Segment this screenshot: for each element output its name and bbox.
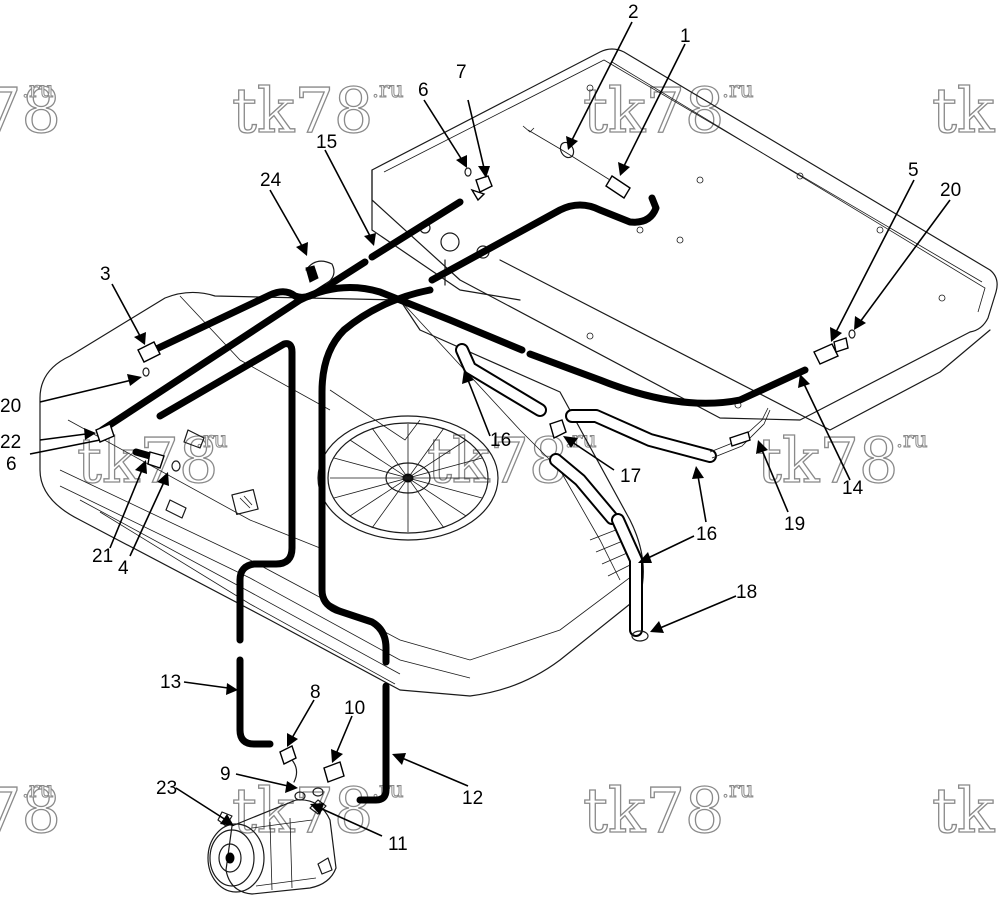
callout-23: 23 [156,778,177,799]
watermark-suffix: .ru [22,778,54,803]
watermark-mid-right: tk78 .ru [756,423,928,497]
watermark-text: tk78 [232,774,373,847]
watermark-suffix: .ru [196,428,228,453]
callout-14: 14 [842,478,864,499]
watermark-text: tk [932,774,995,847]
hose-14-right [526,350,809,407]
watermark-suffix: .ru [722,78,754,103]
watermark-bottom-left: 78 .ru [0,773,62,847]
watermark-text: tk78 [427,424,568,497]
callout-20-right: 20 [940,180,961,201]
refrigerant-hoses [98,194,809,804]
watermark-layer: 78 .ru tk78 .ru tk78 .ru tk tk78 .ru tk7… [0,73,996,847]
callout-15: 15 [316,132,337,153]
callout-5: 5 [908,160,919,181]
callout-4: 4 [118,558,129,579]
callout-1: 1 [680,26,691,47]
callout-12: 12 [462,788,483,809]
hose-21 [132,448,154,460]
roof-mounting-plate [371,48,998,431]
ac-unit-housing [39,291,644,697]
watermark-suffix: .ru [722,778,754,803]
callout-2: 2 [628,2,639,23]
callout-18: 18 [736,582,757,603]
fittings [95,125,856,783]
callout-11: 11 [388,834,408,855]
hose-13-lower [236,656,274,748]
hose-13 [156,340,296,644]
watermark-text: tk78 [757,424,898,497]
callout-13: 13 [160,672,181,693]
watermark-top-edge: tk [931,73,995,147]
callout-19: 19 [784,514,805,535]
callout-6-top: 6 [418,80,429,101]
watermark-text: 78 [0,74,61,147]
watermark-top-left: 78 .ru [0,73,62,147]
hose-12 [318,286,434,666]
watermark-bottom-center: tk78 .ru [231,773,404,847]
callout-20-left: 20 [0,396,21,417]
compressor [207,787,337,895]
watermark-bottom-right: tk78 .ru [582,773,754,847]
watermark-suffix: .ru [372,78,404,103]
leader-lines [29,21,951,837]
hose-15-upper [368,198,464,261]
condenser-fan [317,415,499,541]
drain-hoses [455,343,771,642]
callout-16-lower: 16 [696,524,717,545]
hose-top-to-fitting-1 [428,194,660,284]
callout-24: 24 [260,170,282,191]
callout-10: 10 [344,698,365,719]
hose-12-lower [356,682,390,804]
watermark-bottom-edge: tk [931,773,995,847]
callout-3: 3 [100,264,111,285]
callout-labels: 1 2 3 4 5 6 6 7 8 9 10 11 12 13 14 15 16… [0,2,961,855]
callout-16-upper: 16 [490,430,511,451]
watermark-top-right: tk78 .ru [582,73,754,147]
callout-8: 8 [310,682,321,703]
watermark-suffix: .ru [22,78,54,103]
callout-9: 9 [220,764,231,785]
callout-7: 7 [456,62,467,83]
watermark-text: tk78 [583,774,724,847]
watermark-top-center: tk78 .ru [231,73,404,147]
watermark-text: tk78 [232,74,373,147]
watermark-text: 78 [0,774,61,847]
callout-21: 21 [92,546,113,567]
callout-22: 22 [0,432,21,453]
hose-14 [98,284,526,434]
callout-17: 17 [620,466,641,487]
callout-6-left: 6 [6,454,17,475]
watermark-text: tk [932,74,995,147]
watermark-suffix: .ru [896,428,928,453]
watermark-mid-center: tk78 .ru [426,423,597,497]
watermark-text: tk78 [583,74,724,147]
